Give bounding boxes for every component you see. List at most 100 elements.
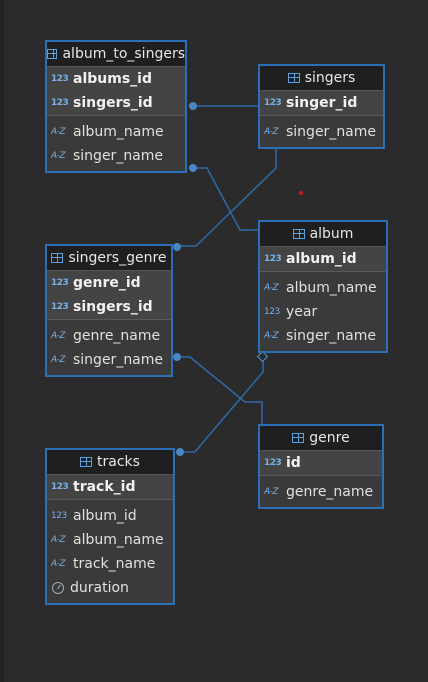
- column-separator: [47, 319, 171, 324]
- column-name: albums_id: [73, 71, 152, 87]
- column-row-pk[interactable]: 123 id: [260, 451, 382, 475]
- entity-title: album: [309, 226, 354, 242]
- link-singers-singersgenre: [177, 149, 277, 247]
- table-icon: [292, 229, 305, 239]
- table-icon: [51, 253, 64, 263]
- column-name: singers_id: [73, 95, 153, 111]
- column-name: year: [286, 304, 318, 320]
- column-name: genre_name: [73, 328, 161, 344]
- entity-album[interactable]: album 123 album_id A-Z album_name 123 ye…: [258, 220, 388, 353]
- entity-title: singers: [304, 70, 356, 86]
- link-albumtosingers-album: [193, 167, 258, 231]
- column-row-pk[interactable]: 123 singers_id: [47, 295, 171, 319]
- column-row[interactable]: A-Z singer_name: [47, 348, 171, 372]
- text-type-icon: A-Z: [51, 535, 66, 545]
- column-row-pk[interactable]: 123 album_id: [260, 247, 386, 271]
- column-row-pk[interactable]: 123 singer_id: [260, 91, 383, 115]
- column-name: album_id: [73, 508, 137, 524]
- column-separator: [47, 499, 173, 504]
- entity-album-to-singers[interactable]: album_to_singers 123 albums_id 123 singe…: [45, 40, 187, 173]
- column-name: singer_id: [286, 95, 358, 111]
- column-name: id: [286, 455, 301, 471]
- column-name: genre_name: [286, 484, 374, 500]
- numeric-type-icon: 123: [264, 307, 280, 317]
- text-type-icon: A-Z: [264, 283, 279, 293]
- link-singersgenre-genre: [177, 356, 263, 424]
- column-row[interactable]: A-Z album_name: [47, 120, 185, 144]
- column-row[interactable]: A-Z album_name: [47, 528, 173, 552]
- entity-header[interactable]: album_to_singers: [47, 42, 185, 67]
- column-row-pk[interactable]: 123 singers_id: [47, 91, 185, 115]
- column-name: album_id: [286, 251, 357, 267]
- text-type-icon: A-Z: [51, 151, 66, 161]
- column-name: album_name: [286, 280, 377, 296]
- entity-header[interactable]: tracks: [47, 450, 173, 475]
- column-name: album_name: [73, 532, 164, 548]
- column-row[interactable]: 123 album_id: [47, 504, 173, 528]
- text-type-icon: A-Z: [264, 487, 279, 497]
- numeric-type-icon: 123: [51, 74, 69, 84]
- text-type-icon: A-Z: [51, 331, 66, 341]
- column-row[interactable]: A-Z genre_name: [260, 480, 382, 504]
- column-separator: [260, 115, 383, 120]
- column-name: singer_name: [73, 148, 164, 164]
- column-row[interactable]: duration: [47, 576, 173, 600]
- text-type-icon: A-Z: [51, 355, 66, 365]
- entity-header[interactable]: album: [260, 222, 386, 247]
- table-icon: [80, 457, 93, 467]
- entity-tracks[interactable]: tracks 123 track_id 123 album_id A-Z alb…: [45, 448, 175, 605]
- entity-singers-genre[interactable]: singers_genre 123 genre_id 123 singers_i…: [45, 244, 173, 377]
- numeric-type-icon: 123: [264, 98, 282, 108]
- column-name: track_name: [73, 556, 156, 572]
- table-icon: [292, 433, 305, 443]
- numeric-type-icon: 123: [51, 278, 69, 288]
- text-type-icon: A-Z: [51, 559, 66, 569]
- column-row[interactable]: A-Z singer_name: [47, 144, 185, 168]
- column-row[interactable]: A-Z track_name: [47, 552, 173, 576]
- column-row-pk[interactable]: 123 albums_id: [47, 67, 185, 91]
- link-endpoint-dot: [189, 164, 197, 172]
- link-endpoint-dot: [173, 353, 181, 361]
- column-name: album_name: [73, 124, 164, 140]
- column-row-pk[interactable]: 123 genre_id: [47, 271, 171, 295]
- entity-singers[interactable]: singers 123 singer_id A-Z singer_name: [258, 64, 385, 149]
- entity-header[interactable]: singers_genre: [47, 246, 171, 271]
- numeric-type-icon: 123: [51, 511, 67, 521]
- column-row[interactable]: A-Z singer_name: [260, 120, 383, 144]
- column-name: singer_name: [73, 352, 164, 368]
- column-name: track_id: [73, 479, 136, 495]
- entity-title: genre: [309, 430, 350, 446]
- column-row[interactable]: A-Z singer_name: [260, 324, 386, 348]
- table-icon: [287, 73, 300, 83]
- text-type-icon: A-Z: [51, 127, 66, 137]
- link-endpoint-dot: [173, 243, 181, 251]
- column-row[interactable]: 123 year: [260, 300, 386, 324]
- entity-header[interactable]: singers: [260, 66, 383, 91]
- column-row[interactable]: A-Z genre_name: [47, 324, 171, 348]
- column-row-pk[interactable]: 123 track_id: [47, 475, 173, 499]
- entity-title: album_to_singers: [62, 46, 185, 62]
- entity-title: tracks: [97, 454, 140, 470]
- text-type-icon: A-Z: [264, 331, 279, 341]
- entity-header[interactable]: genre: [260, 426, 382, 451]
- table-icon: [47, 49, 58, 59]
- numeric-type-icon: 123: [51, 302, 69, 312]
- column-row[interactable]: A-Z album_name: [260, 276, 386, 300]
- link-album-tracks: [180, 360, 264, 453]
- column-name: singer_name: [286, 124, 377, 140]
- numeric-type-icon: 123: [51, 482, 69, 492]
- numeric-type-icon: 123: [264, 458, 282, 468]
- entity-genre[interactable]: genre 123 id A-Z genre_name: [258, 424, 384, 509]
- link-endpoint-dot: [176, 448, 184, 456]
- link-endpoint-dot: [189, 102, 197, 110]
- canvas-left-edge: [0, 0, 4, 682]
- text-type-icon: A-Z: [264, 127, 279, 137]
- column-name: singers_id: [73, 299, 153, 315]
- link-diamond-endpoint: [256, 350, 269, 363]
- column-separator: [260, 475, 382, 480]
- column-separator: [47, 115, 185, 120]
- red-marker-dot: [299, 191, 303, 195]
- column-name: singer_name: [286, 328, 377, 344]
- clock-icon: [52, 582, 64, 594]
